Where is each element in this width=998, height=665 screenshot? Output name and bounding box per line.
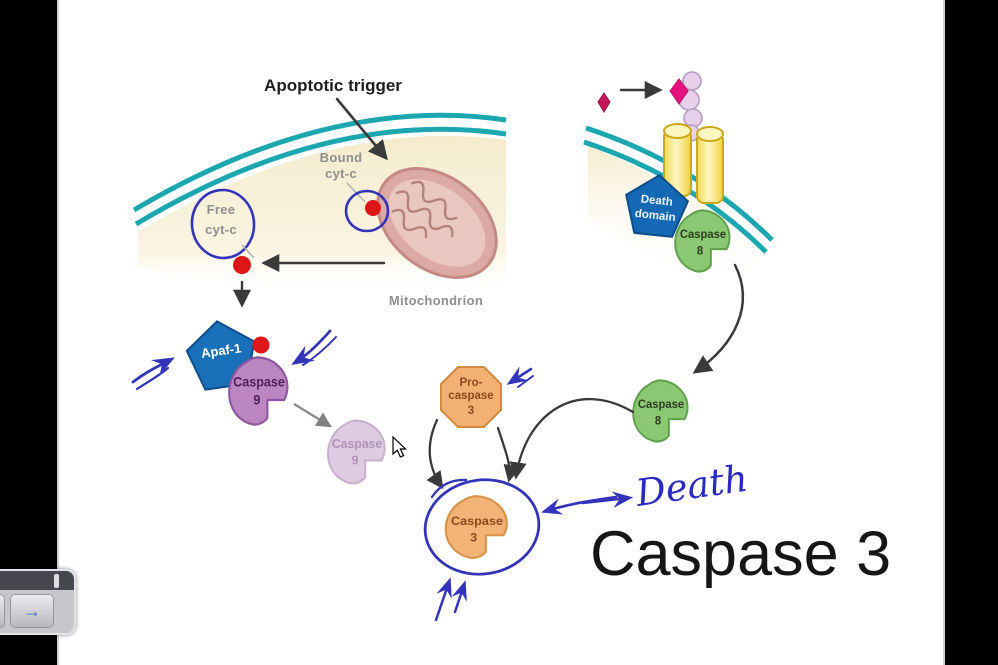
- apaf1-label: Apaf-1: [200, 340, 242, 360]
- letterbox-right: [945, 0, 998, 665]
- apoptotic-trigger-label: Apoptotic trigger: [264, 76, 402, 95]
- caspase9-to-caspase3-arrow: [426, 418, 444, 490]
- procaspase3-to-caspase3-arrow: [496, 426, 521, 483]
- caspase8-cytosol-shape: Caspase 8: [632, 379, 689, 443]
- toolbar-grip-icon: [54, 574, 59, 588]
- plasma-membrane-inner-left: [134, 126, 507, 227]
- ink-circle-caspase3: [423, 478, 541, 576]
- arrow-right-icon: →: [23, 600, 41, 621]
- plasma-membrane-outer-left: [132, 112, 507, 213]
- caspase3-label-2: 3: [470, 531, 477, 545]
- bound-cytc-dot: [365, 200, 381, 216]
- death-domain-label-1: Death: [640, 193, 673, 208]
- previous-slide-button[interactable]: [0, 594, 5, 628]
- caspase8-to-caspase3-arrow: [509, 398, 635, 480]
- caspase9-label-1: Caspase: [233, 374, 285, 389]
- mitochondrion-label: Mitochondrion: [389, 293, 483, 308]
- cristae: [391, 180, 458, 239]
- slide-edge-left: [57, 0, 59, 665]
- bound-ligand-diamond: [669, 78, 689, 105]
- ink-circle-bound-cytc: [344, 189, 390, 233]
- caspase8-membrane-shape: Caspase 8: [674, 209, 731, 273]
- procaspase3-octagon: Pro- caspase 3: [440, 366, 502, 428]
- presentation-toolbar: →: [0, 569, 76, 635]
- caspase8-release-arrow: [692, 263, 745, 374]
- toolbar-title-band: [0, 571, 74, 590]
- caspase9-shape: Caspase 9: [228, 356, 289, 426]
- letterbox-left: [0, 0, 57, 665]
- slide-edge-right: [943, 0, 945, 665]
- caspase3-label-1: Caspase: [451, 514, 503, 528]
- next-slide-button[interactable]: →: [10, 594, 54, 628]
- caspase8-membrane-label-2: 8: [697, 245, 704, 257]
- caspase8-membrane-label-1: Caspase: [680, 229, 726, 241]
- caspase9-faded-label-1: Caspase: [332, 437, 382, 451]
- caspase8-cytosol-label-2: 8: [655, 415, 662, 427]
- caspase8-cytosol-label-1: Caspase: [638, 399, 684, 411]
- ink-circle-free-cytc: [190, 188, 256, 260]
- trigger-arrow: [335, 97, 388, 161]
- bound-cytc-label-2: cyt-c: [325, 166, 357, 181]
- caspase9-faded-label-2: 9: [352, 453, 359, 467]
- procaspase3-label-1: Pro-: [460, 377, 483, 389]
- caspase9-faded-shape: Caspase 9: [327, 419, 386, 485]
- toolbar-buttons: →: [0, 590, 74, 632]
- death-handwritten-note: Death: [632, 457, 750, 515]
- free-ligand-diamond: [597, 92, 611, 113]
- caspase9-transition-arrow: [293, 403, 332, 428]
- procaspase3-label-2: caspase: [448, 390, 493, 402]
- caspase3-shape: Caspase 3: [444, 495, 508, 560]
- free-cytc-dot: [233, 256, 251, 274]
- death-domain-pentagon: Death domain: [625, 173, 690, 238]
- free-cytc-leader: [241, 244, 255, 259]
- free-cytc-label-2: cyt-c: [205, 222, 237, 237]
- caspase3-big-label: Caspase 3: [590, 519, 891, 589]
- bound-cytc-label-1: Bound: [320, 150, 363, 165]
- free-cytc-label-1: Free: [207, 202, 236, 217]
- mouse-cursor-icon: [392, 435, 407, 458]
- caspase9-label-2: 9: [253, 392, 260, 407]
- procaspase3-label-3: 3: [468, 405, 474, 417]
- cytc-on-apaf1-dot: [252, 336, 270, 354]
- mitochondrion: [376, 167, 498, 279]
- death-domain-label-2: domain: [634, 208, 676, 224]
